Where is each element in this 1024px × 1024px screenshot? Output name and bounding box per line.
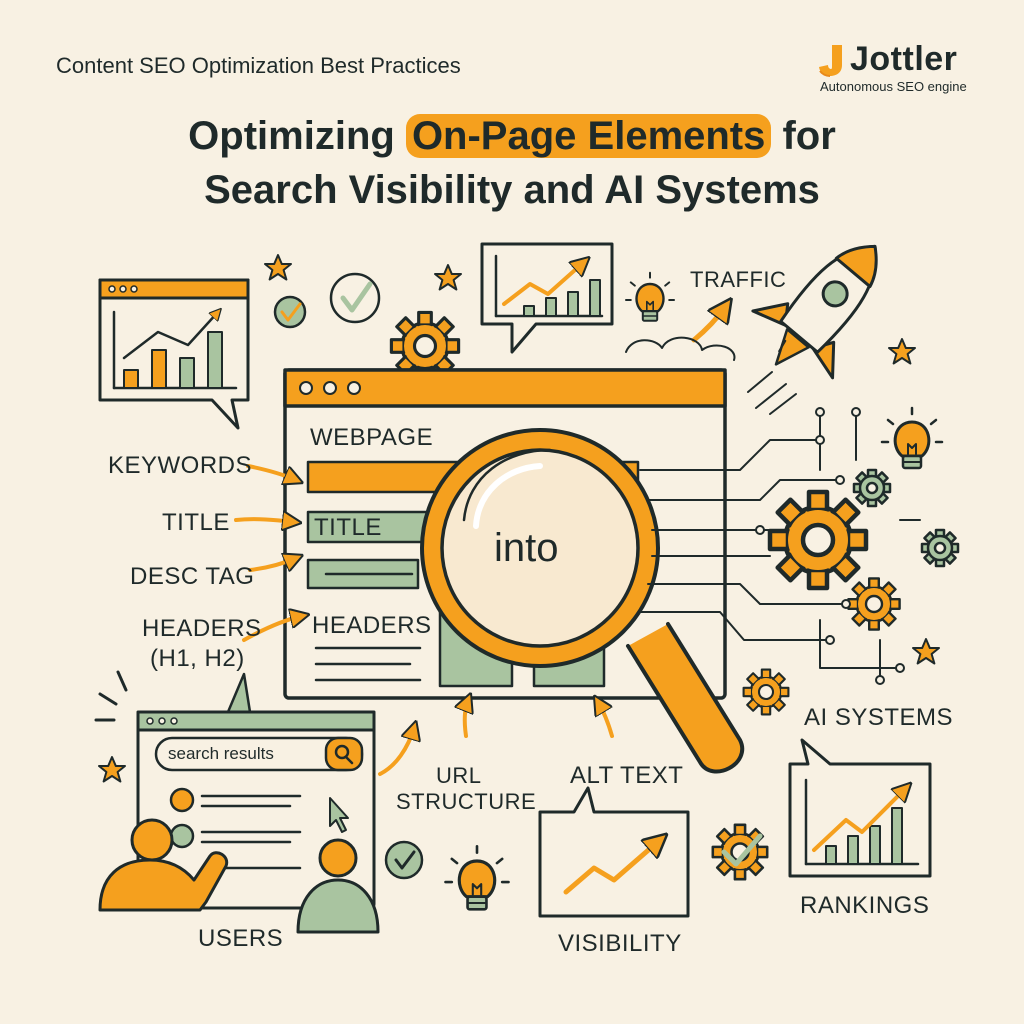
label-alt-text: ALT TEXT	[570, 762, 684, 789]
cloud-icon	[625, 336, 736, 361]
headers-field-text: HEADERS	[312, 612, 432, 639]
dashboard-chart-window	[98, 278, 250, 430]
label-desc-tag: DESC TAG	[130, 563, 255, 590]
page-title-line-1: Optimizing On-Page Elements for	[0, 108, 1024, 164]
traffic-arrow	[691, 306, 726, 343]
circuit-nodes	[755, 407, 905, 685]
jottler-logo-icon	[819, 44, 842, 77]
label-url-structure: STRUCTURE	[396, 789, 537, 814]
title-field-text: TITLE	[314, 514, 382, 541]
search-results-window	[136, 672, 376, 910]
search-input[interactable]: search results	[168, 744, 274, 763]
label-visibility: VISIBILITY	[558, 930, 682, 957]
alert-marks	[94, 670, 128, 722]
label-rankings: RANKINGS	[800, 892, 930, 919]
title-suffix: for	[771, 114, 836, 158]
magnifier-icon	[420, 428, 745, 774]
label-users: USERS	[198, 925, 284, 952]
checkmark-icon	[273, 272, 381, 329]
user-icon	[98, 818, 424, 934]
page-title-line-2: Search Visibility and AI Systems	[204, 168, 820, 212]
rankings-chart-bubble	[788, 738, 932, 878]
title-prefix: Optimizing	[188, 114, 406, 158]
label-ai-systems: AI SYSTEMS	[804, 704, 954, 731]
label-arrows	[234, 464, 614, 776]
label-webpage: WEBPAGE	[310, 424, 434, 451]
label-headers: HEADERS	[142, 615, 262, 642]
traffic-chart-bubble	[480, 242, 614, 354]
gear-check	[721, 833, 763, 867]
visibility-chart-bubble	[538, 786, 690, 918]
label-url: URL	[436, 763, 482, 788]
rocket-icon	[751, 244, 878, 380]
label-title: TITLE	[162, 509, 230, 536]
speed-lines	[747, 371, 797, 415]
kicker-text: Content SEO Optimization Best Practices	[56, 53, 461, 78]
title-highlight: On-Page Elements	[405, 114, 772, 158]
brand-name: Jottler	[850, 40, 958, 78]
circuit-icon	[639, 411, 921, 681]
magnifier-into-text: into	[494, 526, 559, 570]
brand-logo[interactable]: Jottler Autonomous SEO engine	[818, 40, 967, 94]
label-traffic: TRAFFIC	[690, 267, 787, 292]
label-keywords: KEYWORDS	[108, 452, 253, 479]
label-headers-sub: (H1, H2)	[150, 645, 245, 672]
brand-tagline: Autonomous SEO engine	[820, 79, 967, 94]
